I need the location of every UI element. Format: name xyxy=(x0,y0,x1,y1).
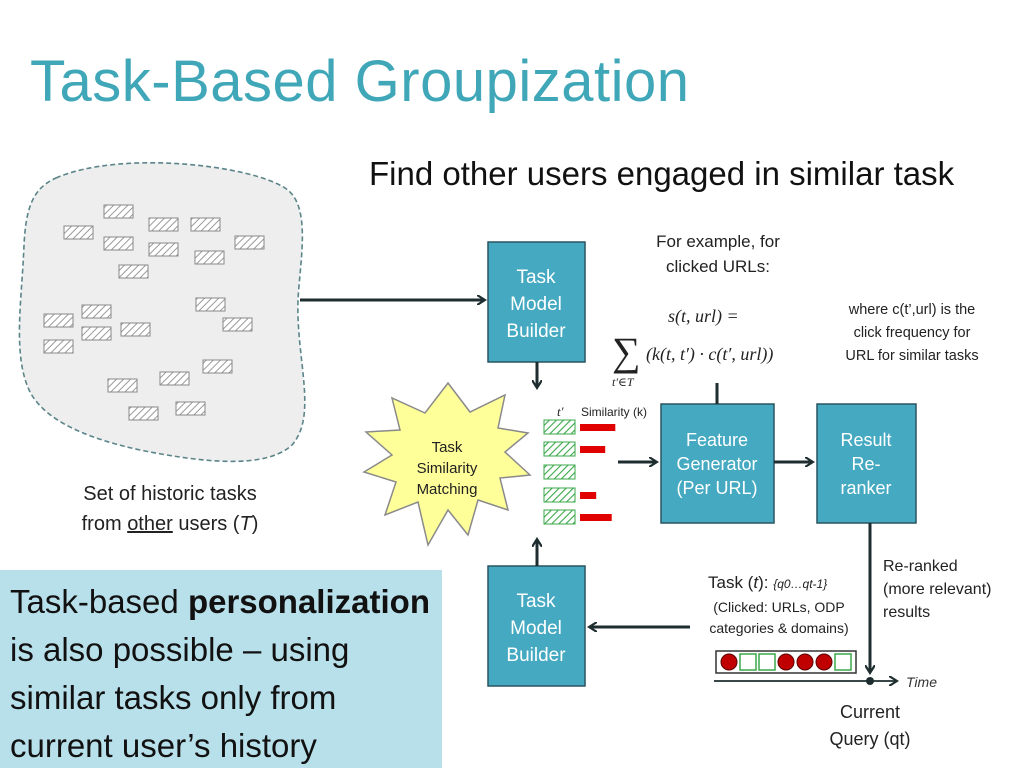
example-note-line1: For example, for xyxy=(656,232,780,251)
historic-task-chips xyxy=(43,204,265,421)
historic-task-chip xyxy=(234,235,265,250)
callout-bold: personalization xyxy=(187,583,430,620)
past-query-clicked xyxy=(796,653,814,671)
similar-task-chip xyxy=(543,419,576,435)
current-task-details-line1: (Clicked: URLs, ODP xyxy=(713,599,844,615)
reranker-line3: ranker xyxy=(840,478,891,498)
historic-task-chip xyxy=(63,225,94,240)
historic-task-chip xyxy=(120,322,151,337)
reranked-results-line3: results xyxy=(883,604,930,621)
builder-bottom-line2: Model xyxy=(510,618,562,639)
task-model-builder-bottom: Task Model Builder xyxy=(487,565,586,687)
similarity-bar xyxy=(580,492,597,499)
query-set: {q0…qt-1} xyxy=(773,577,827,591)
feature-generator-line1: Feature xyxy=(686,430,748,450)
historic-task-chip xyxy=(118,264,149,279)
past-query-clicked xyxy=(815,653,833,671)
builder-top-line3: Builder xyxy=(506,321,566,342)
historic-task-chip xyxy=(81,304,112,319)
formula-body: (k(t, t′) · c(t′, url)) xyxy=(646,344,773,365)
time-label: Time xyxy=(906,674,937,690)
formula-sum: ∑ xyxy=(612,329,641,374)
historic-task-chip xyxy=(159,371,190,386)
feature-generator-line3: (Per URL) xyxy=(676,478,757,498)
similarity-bar xyxy=(580,424,616,431)
similar-task-chip xyxy=(543,487,576,503)
similarity-bar xyxy=(580,446,606,453)
similarity-bars xyxy=(580,424,616,521)
starburst-line1: Task xyxy=(432,439,463,456)
current-query-line1: Current xyxy=(840,702,900,722)
formula-explanation-line2: click frequency for xyxy=(854,325,971,341)
historic-task-chip xyxy=(148,217,179,232)
past-query-clicked xyxy=(720,653,738,671)
similar-task-rows xyxy=(543,419,576,525)
similar-task-chip xyxy=(543,509,576,525)
historic-task-chip xyxy=(128,406,159,421)
historic-task-chip xyxy=(107,378,138,393)
result-reranker-box: Result Re- ranker xyxy=(816,403,917,524)
historic-task-chip xyxy=(202,359,233,374)
callout-prefix: Task-based xyxy=(10,583,188,620)
reranked-results-line1: Re-ranked xyxy=(883,558,958,575)
current-task-details-line2: categories & domains) xyxy=(709,620,848,636)
builder-top-line1: Task xyxy=(516,267,556,288)
example-note-line2: clicked URLs: xyxy=(666,257,770,276)
past-query-clicked xyxy=(777,653,795,671)
formula-explanation-line3: URL for similar tasks xyxy=(845,348,978,364)
historic-tasks-cloud xyxy=(18,161,306,463)
t-prime-column-header: t′ xyxy=(557,404,564,419)
callout-rest: is also possible – using similar tasks o… xyxy=(10,631,350,764)
historic-task-chip xyxy=(81,326,112,341)
historic-tasks-caption-line2: from other users (T) xyxy=(82,513,259,535)
builder-bottom-line3: Builder xyxy=(506,645,566,666)
task-model-builder-top: Task Model Builder xyxy=(487,241,586,363)
slide-subtitle: Find other users engaged in similar task xyxy=(369,155,955,192)
historic-task-chip xyxy=(190,217,221,232)
historic-tasks-caption-line1: Set of historic tasks xyxy=(83,483,256,505)
similarity-column-header: Similarity (k) xyxy=(581,405,647,419)
current-query-line2: Query (qt) xyxy=(829,729,910,749)
historic-task-chip xyxy=(175,401,206,416)
formula-subscript: t′∈T xyxy=(612,375,635,389)
other-users-emphasis: other xyxy=(127,513,173,535)
personalization-callout: Task-based personalization is also possi… xyxy=(0,570,442,768)
historic-task-chip xyxy=(222,317,253,332)
similarity-bar xyxy=(580,514,612,521)
historic-task-chip xyxy=(43,313,74,328)
feature-generator-box: Feature Generator (Per URL) xyxy=(660,403,775,524)
builder-bottom-line1: Task xyxy=(516,591,556,612)
reranker-line1: Result xyxy=(840,430,891,450)
formula-explanation-line1: where c(t’,url) is the xyxy=(848,302,976,318)
query-sequence xyxy=(720,653,852,671)
similar-task-chip xyxy=(543,464,576,480)
historic-task-chip xyxy=(43,339,74,354)
historic-task-chip xyxy=(194,250,225,265)
current-query-point xyxy=(866,677,874,685)
reranked-results-line2: (more relevant) xyxy=(883,581,991,598)
starburst-line2: Similarity xyxy=(417,460,478,477)
starburst-line3: Matching xyxy=(417,481,478,498)
historic-task-chip xyxy=(103,204,134,219)
historic-task-chip xyxy=(103,236,134,251)
similar-task-chip xyxy=(543,441,576,457)
past-query-unclicked xyxy=(834,653,852,671)
formula-lhs: s(t, url) = xyxy=(668,306,739,327)
reranker-line2: Re- xyxy=(851,454,880,474)
task-similarity-matching-starburst xyxy=(362,381,532,548)
current-task-label: Task (t): {q0…qt-1} xyxy=(708,573,827,592)
past-query-unclicked xyxy=(758,653,776,671)
builder-top-line2: Model xyxy=(510,294,562,315)
historic-task-chip xyxy=(148,242,179,257)
slide-title: Task-Based Groupization xyxy=(30,49,690,114)
feature-generator-line2: Generator xyxy=(676,454,757,474)
historic-task-chip xyxy=(195,297,226,312)
past-query-unclicked xyxy=(739,653,757,671)
